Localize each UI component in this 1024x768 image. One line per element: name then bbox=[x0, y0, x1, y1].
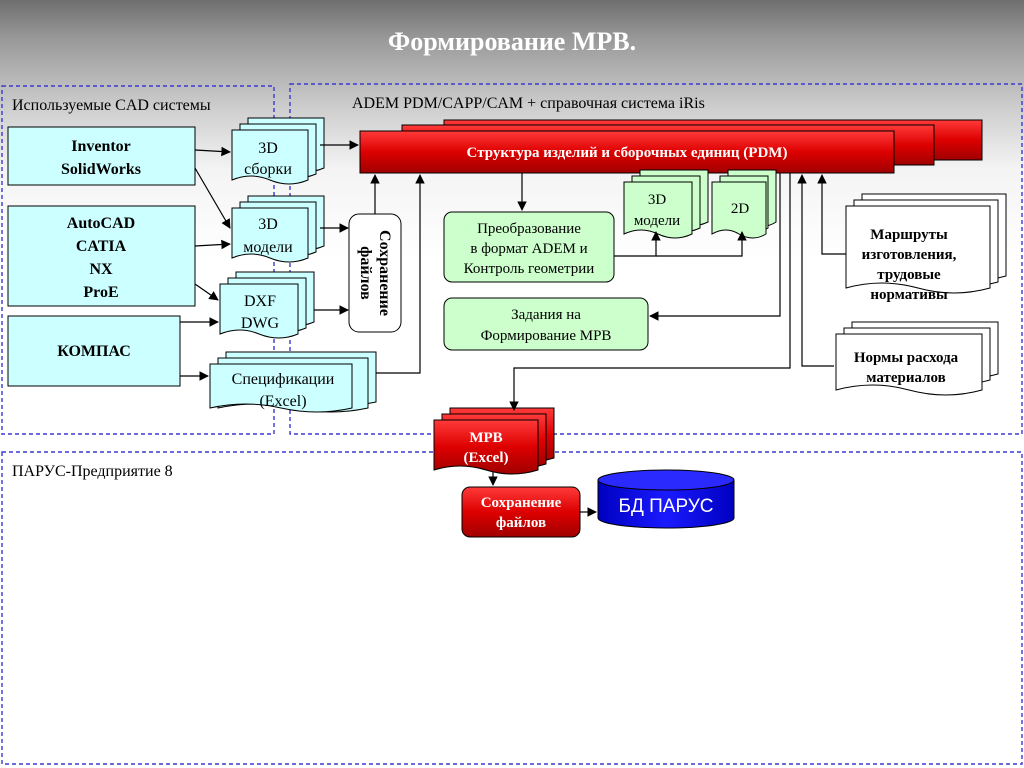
doc-label: Спецификации bbox=[232, 371, 335, 388]
arrow-convert-to-2d bbox=[656, 231, 747, 257]
pdm-doc-2d: 2D bbox=[711, 169, 777, 239]
cad-name: Inventor bbox=[71, 138, 131, 155]
norms-line: Нормы расхода bbox=[854, 350, 959, 366]
routes-line: трудовые bbox=[877, 267, 941, 283]
routes-line: Маршруты bbox=[870, 227, 948, 243]
parus-region bbox=[1, 451, 1023, 765]
db-parus-cylinder: БД ПАРУС bbox=[597, 469, 735, 529]
arrow-routes-to-pdm bbox=[817, 174, 846, 255]
doc-dxf-dwg: DXF DWG bbox=[219, 271, 315, 339]
tasks-line: Формирование МРВ bbox=[481, 328, 612, 344]
cad-name: SolidWorks bbox=[61, 161, 141, 178]
connectors bbox=[180, 140, 846, 517]
arrow-pdm-to-mrv bbox=[509, 173, 791, 411]
arrow-cad2-to-models bbox=[194, 239, 231, 250]
cad-name: ProE bbox=[83, 284, 118, 301]
routes-line: изготовления, bbox=[862, 247, 957, 263]
arrow-convert-to-3d bbox=[614, 231, 661, 257]
cad-box-kompas: КОМПАС bbox=[7, 315, 181, 387]
doc-label: 3D bbox=[258, 216, 278, 233]
doc-label: DWG bbox=[241, 315, 280, 332]
cad-name: CATIA bbox=[76, 238, 127, 255]
arrow-cad1-to-models bbox=[194, 167, 231, 229]
arrow-specs-to-pdm bbox=[376, 174, 425, 374]
save-files-red-box: Сохранение файлов bbox=[461, 486, 581, 538]
doc-label: 2D bbox=[731, 201, 750, 217]
arrow-cad2-to-dxf bbox=[194, 283, 219, 301]
save-files-line: Сохранение bbox=[481, 495, 562, 511]
convert-line: Контроль геометрии bbox=[464, 261, 595, 277]
parus-region-label: ПАРУС-Предприятие 8 bbox=[12, 463, 173, 480]
save-files-line: Сохранение bbox=[376, 230, 393, 316]
doc-label: 3D bbox=[648, 192, 667, 208]
pdm-doc-3d-models: 3D модели bbox=[623, 169, 709, 239]
routes-docs: Маршруты изготовления, трудовые норматив… bbox=[845, 193, 1007, 303]
arrow-cad1-to-assemblies bbox=[194, 146, 231, 157]
doc-label: 3D bbox=[258, 140, 278, 157]
convert-geometry-box: Преобразование в формат ADEM и Контроль … bbox=[443, 211, 615, 283]
pdm-structure-label: Структура изделий и сборочных единиц (PD… bbox=[467, 145, 788, 161]
convert-line: Преобразование bbox=[477, 221, 581, 237]
arrow-norms-to-pdm bbox=[797, 174, 834, 367]
page-title: Формирование МРВ. bbox=[388, 27, 636, 56]
doc-specifications: Спецификации (Excel) bbox=[209, 351, 377, 413]
save-files-line: файлов bbox=[357, 246, 374, 300]
mrv-excel-docs: МРВ (Excel) bbox=[433, 407, 555, 475]
cad-box-inventor-solidworks: Inventor SolidWorks bbox=[7, 126, 196, 186]
doc-label: (Excel) bbox=[259, 393, 306, 410]
cad-box-autocad-catia-nx-proe: AutoCAD CATIA NX ProE bbox=[7, 205, 196, 307]
cad-name: КОМПАС bbox=[57, 343, 131, 360]
doc-label: модели bbox=[634, 213, 680, 229]
doc-label: сборки bbox=[244, 161, 292, 178]
tasks-line: Задания на bbox=[511, 307, 581, 323]
cad-name: NX bbox=[89, 261, 113, 278]
cad-region bbox=[1, 85, 275, 435]
doc-3d-assemblies: 3D сборки bbox=[231, 117, 325, 185]
doc-label: DXF bbox=[244, 293, 276, 310]
cad-name: AutoCAD bbox=[67, 215, 135, 232]
cad-region-label: Используемые CAD системы bbox=[12, 97, 211, 114]
save-files-vertical-box: Сохранение файлов bbox=[348, 213, 402, 333]
arrow-pdm-to-tasks bbox=[649, 173, 781, 321]
norms-line: материалов bbox=[866, 370, 946, 386]
save-files-line: файлов bbox=[496, 515, 546, 531]
tasks-box: Задания на Формирование МРВ bbox=[443, 297, 649, 351]
doc-label: модели bbox=[243, 239, 293, 256]
mrv-line: МРВ bbox=[469, 430, 502, 446]
mrv-line: (Excel) bbox=[464, 450, 509, 466]
norms-docs: Нормы расхода материалов bbox=[835, 321, 999, 396]
db-parus-label: БД ПАРУС bbox=[619, 496, 714, 517]
routes-line: нормативы bbox=[870, 287, 948, 303]
doc-3d-models: 3D модели bbox=[231, 195, 325, 263]
convert-line: в формат ADEM и bbox=[470, 241, 587, 257]
pdm-structure-box: Структура изделий и сборочных единиц (PD… bbox=[359, 119, 983, 174]
adem-region-label: ADEM PDM/CAPP/CAM + справочная система i… bbox=[352, 95, 705, 112]
